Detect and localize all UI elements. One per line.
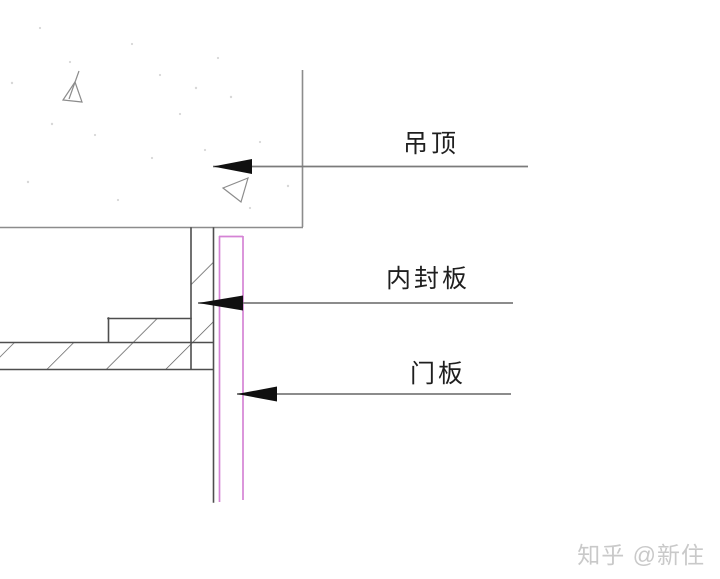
concrete-speckles (10, 26, 290, 210)
label-ceiling: 吊顶 (402, 131, 459, 158)
leader-door-panel (237, 386, 511, 402)
leader-inner-seal-panel-arrow-icon (198, 295, 243, 311)
door-panel-outline (218, 235, 244, 502)
leader-ceiling (213, 159, 528, 174)
watermark: 知乎 @新住 (577, 542, 705, 568)
aggregate-triangle-2 (221, 176, 249, 204)
blocking-hatch (108, 318, 191, 342)
label-door-panel: 门板 (409, 361, 466, 388)
board-hatch (0, 342, 213, 369)
ceiling-slab (0, 26, 304, 229)
seal-panel-hatch (191, 228, 213, 342)
aggregate-triangle-1 (61, 70, 83, 103)
leader-door-panel-arrow-icon (237, 386, 277, 402)
hatched-structure (0, 227, 215, 503)
label-inner-seal-panel: 内封板 (385, 266, 470, 293)
leader-inner-seal-panel (198, 295, 513, 311)
leader-ceiling-arrow-icon (213, 159, 252, 174)
